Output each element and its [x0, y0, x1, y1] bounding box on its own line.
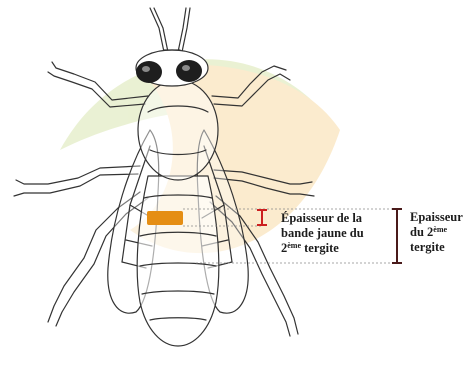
tergite-label-line-3: tergite [410, 240, 463, 255]
antenna-left [150, 8, 168, 52]
thorax [138, 80, 218, 180]
band-thickness-label: Épaisseur de la bande jaune du 2ème terg… [281, 211, 364, 256]
band-label-line-1: Épaisseur de la [281, 211, 364, 226]
tergite-label-line-1: Epaisseur [410, 210, 463, 225]
antenna-right [178, 8, 190, 52]
yellow-band [147, 211, 183, 225]
tergite-thickness-label: Epaisseur du 2ème tergite [410, 210, 463, 255]
band-label-line-3: 2ème tergite [281, 241, 364, 256]
band-label-line-2: bande jaune du [281, 226, 364, 241]
tergite-label-line-2: du 2ème [410, 225, 463, 240]
leg-middle-left [14, 166, 140, 196]
eye-right [176, 60, 202, 82]
tergite-thickness-marker [392, 209, 402, 263]
abdomen [137, 176, 219, 346]
eye-left [136, 61, 162, 83]
